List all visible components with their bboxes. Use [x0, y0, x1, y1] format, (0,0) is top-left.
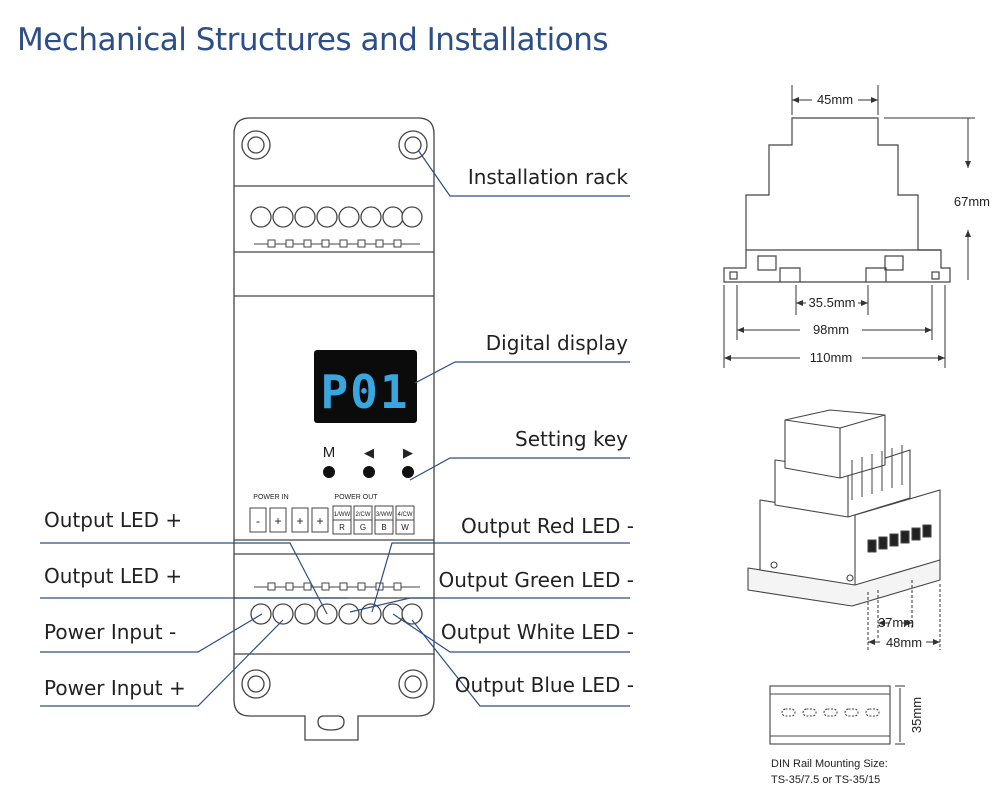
callout-output-red: Output Red LED - [461, 514, 634, 538]
side-view-outline [723, 117, 951, 283]
din-rail [769, 685, 891, 745]
channel-4-bottom: W [401, 523, 409, 532]
page-title: Mechanical Structures and Installations [17, 22, 609, 58]
channel-2-bottom: G [360, 523, 366, 532]
leader-digital-display [414, 361, 630, 384]
power-in-label: POWER IN [253, 494, 288, 501]
key-label-right: ▶ [403, 445, 413, 460]
leader-power-input-minus [40, 613, 263, 653]
callout-setting-key: Setting key [515, 427, 628, 451]
leader-setting-key [409, 457, 630, 481]
top-screw-row [250, 206, 423, 228]
din-rail-size-label: DIN Rail Mounting Size: [771, 758, 888, 770]
channel-3-top: 3/WW [376, 512, 393, 518]
leader-output-white [392, 613, 630, 653]
leader-output-led-plus-1 [40, 542, 328, 615]
terminal-sign-3: + [296, 514, 303, 528]
leader-output-red [371, 542, 630, 613]
callout-output-led-plus-2: Output LED + [44, 564, 182, 588]
terminal-sign-4: + [316, 514, 323, 528]
leader-installation-rack [417, 149, 630, 197]
callout-power-input-plus: Power Input + [44, 676, 186, 700]
callout-installation-rack: Installation rack [468, 165, 629, 189]
isometric-view [747, 409, 941, 607]
key-left-button [363, 466, 375, 478]
dim-top-width: 45mm [817, 92, 853, 107]
power-terminal-block [249, 505, 415, 535]
top-terminal-slots [254, 239, 420, 248]
channel-4-top: 4/CW [398, 512, 413, 518]
digital-display-readout: P01 [320, 365, 409, 419]
mount-hole-bottom-left [241, 669, 271, 699]
side-view-dimensions [723, 85, 975, 368]
channel-2-top: 2/CW [356, 512, 371, 518]
leader-output-green [349, 597, 630, 613]
digital-display-screen [314, 350, 417, 423]
key-m-button [323, 466, 335, 478]
dim-height: 67mm [954, 194, 990, 209]
mount-hole-top-right [398, 130, 428, 160]
mount-hole-top-left [241, 130, 271, 160]
dim-iso-outer: 48mm [886, 635, 922, 650]
mount-hole-bottom-right [398, 669, 428, 699]
din-rail-size-value: TS-35/7.5 or TS-35/15 [771, 774, 880, 786]
dim-iso-inner: 37mm [878, 615, 914, 630]
leader-output-blue [411, 619, 630, 707]
terminal-sign-2: + [274, 514, 281, 528]
power-terminal-signs: - + + + [256, 514, 324, 528]
channel-1-top: 1/WW [334, 512, 351, 518]
channel-3-bottom: B [381, 523, 386, 532]
setting-keys: M ◀ ▶ [323, 444, 414, 478]
callout-power-input-minus: Power Input - [44, 620, 176, 644]
callout-output-led-plus-1: Output LED + [44, 508, 182, 532]
power-out-label: POWER OUT [334, 494, 378, 501]
callout-leader-lines [40, 149, 630, 707]
dim-rail-inner: 35.5mm [809, 295, 856, 310]
callout-output-green: Output Green LED - [438, 568, 634, 592]
channel-labels: 1/WW R 2/CW G 3/WW B 4/CW W [334, 512, 413, 532]
key-label-m: M [323, 444, 336, 461]
key-label-left: ◀ [364, 445, 374, 460]
iso-dimensions [867, 580, 941, 650]
callout-output-white: Output White LED - [441, 620, 634, 644]
key-right-button [402, 466, 414, 478]
leader-power-input-plus [40, 619, 284, 707]
dim-overall-width: 110mm [810, 350, 852, 365]
din-rail-height-dim [895, 685, 905, 745]
dim-base-width: 98mm [813, 322, 849, 337]
dim-rail-height: 35mm [909, 697, 924, 733]
channel-1-bottom: R [339, 523, 345, 532]
callout-digital-display: Digital display [486, 331, 628, 355]
terminal-sign-1: - [256, 514, 260, 528]
callout-output-blue: Output Blue LED - [455, 673, 634, 697]
